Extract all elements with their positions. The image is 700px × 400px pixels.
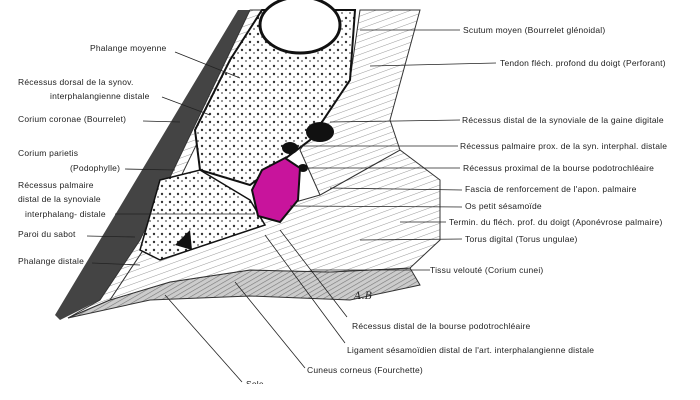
label-recessus-distal-bourse: Récessus distal de la bourse podotrochlé… — [352, 321, 531, 331]
label-corium-parietis-1: Corium parietis — [18, 148, 79, 158]
label-phalange-moyenne: Phalange moyenne — [90, 43, 167, 53]
label-scutum-moyen: Scutum moyen (Bourrelet glénoidal) — [463, 25, 606, 35]
label-recessus-palmaire-2: distal de la synoviale — [18, 194, 101, 204]
distal-phalanx — [139, 169, 267, 261]
hoof-wall — [55, 10, 250, 320]
label-recessus-dorsal-2: interphalangienne distale — [50, 91, 150, 101]
label-corium-coronae: Corium coronae (Bourrelet) — [18, 114, 127, 124]
middle-phalanx — [193, 9, 357, 187]
label-recessus-gaine-digitale: Récessus distal de la synoviale de la ga… — [462, 115, 664, 125]
navicular-bone-highlight — [250, 156, 302, 224]
leader-lines — [86, 29, 497, 383]
label-corium-parietis-2: (Podophylle) — [70, 163, 121, 173]
label-torus-digital: Torus digital (Torus ungulae) — [465, 234, 578, 244]
label-recessus-palmaire-prox: Récessus palmaire prox. de la syn. inter… — [460, 141, 668, 151]
label-tissu-veloute: Tissu velouté (Corium cunei) — [430, 265, 544, 275]
label-phalange-distale: Phalange distale — [18, 256, 85, 266]
digital-cushion — [108, 149, 441, 301]
label-cuneus-corneus: Cuneus corneus (Fourchette) — [307, 365, 423, 375]
artist-signature: A.B — [354, 291, 373, 302]
label-recessus-palmaire-1: Récessus palmaire — [18, 180, 94, 190]
label-recessus-proximal-bourse: Récessus proximal de la bourse podotroch… — [463, 163, 655, 173]
label-ligament-sesamoidien: Ligament sésamoïdien distal de l'art. in… — [347, 345, 595, 355]
label-tendon-flechisseur: Tendon fléch. profond du doigt (Perforan… — [500, 58, 666, 68]
label-paroi-du-sabot: Paroi du sabot — [18, 229, 76, 239]
label-fascia: Fascia de renforcement de l'apon. palmai… — [465, 184, 637, 194]
label-termin-flechisseur: Termin. du fléch. prof. du doigt (Aponév… — [449, 217, 663, 227]
label-recessus-dorsal-1: Récessus dorsal de la synov. — [18, 77, 134, 87]
label-os-petit-sesamoide: Os petit sésamoïde — [465, 201, 542, 211]
label-recessus-palmaire-3: interphalang- distale — [25, 209, 106, 219]
label-sole-truncated: Sole — [246, 379, 264, 384]
